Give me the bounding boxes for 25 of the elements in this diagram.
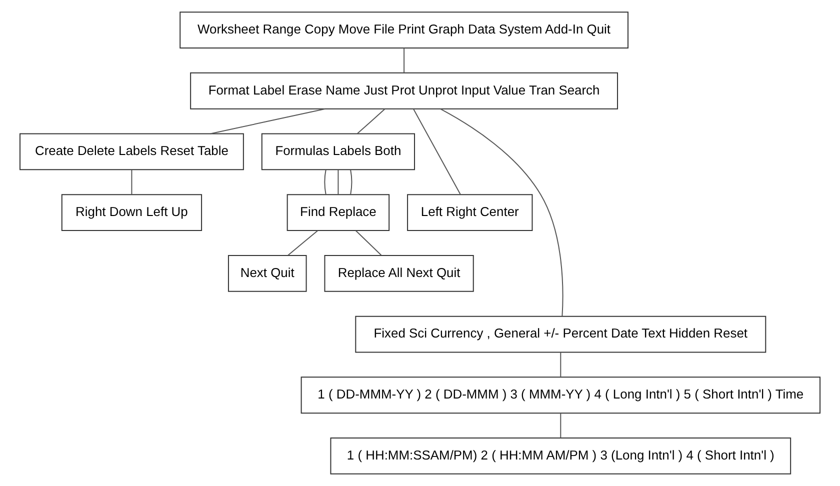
connector — [404, 48, 405, 74]
node-box: Format Label Erase Name Just Prot Unprot Input Value Tran Search — [190, 72, 618, 110]
node-box: Formulas Labels Both — [261, 133, 416, 170]
node-box: Next Quit — [228, 254, 307, 292]
node-box: Left Right Center — [407, 194, 533, 232]
connector — [440, 108, 564, 317]
connector — [350, 169, 352, 195]
node-box: Right Down Left Up — [61, 194, 202, 232]
connector — [560, 412, 562, 438]
node-box: Create Delete Labels Reset Table — [20, 133, 244, 170]
connector — [412, 108, 461, 195]
connector — [324, 169, 326, 195]
connector — [338, 169, 339, 195]
connector — [210, 108, 326, 134]
connector — [288, 230, 318, 256]
connector — [131, 169, 132, 195]
connector — [356, 108, 386, 134]
connector — [560, 352, 562, 378]
node-box: 1 ( DD-MMM-YY ) 2 ( DD-MMM ) 3 ( MMM-YY ) 4 ( Long Intn'l ) 5 ( Short Intn'l ) Time — [300, 376, 820, 414]
node-box: Fixed Sci Currency , General +/- Percent Date Text Hidden Reset — [355, 316, 766, 353]
node-box: Replace All Next Quit — [324, 254, 474, 292]
node-box: Worksheet Range Copy Move File Print Graph Data System Add-In Quit — [180, 12, 628, 48]
node-box: Find Replace — [286, 194, 390, 232]
node-box: 1 ( HH:MM:SSAM/PM) 2 ( HH:MM AM/PM ) 3 (Long Intn'l ) 4 ( Short Intn'l ) — [330, 438, 792, 474]
connector — [355, 230, 382, 256]
